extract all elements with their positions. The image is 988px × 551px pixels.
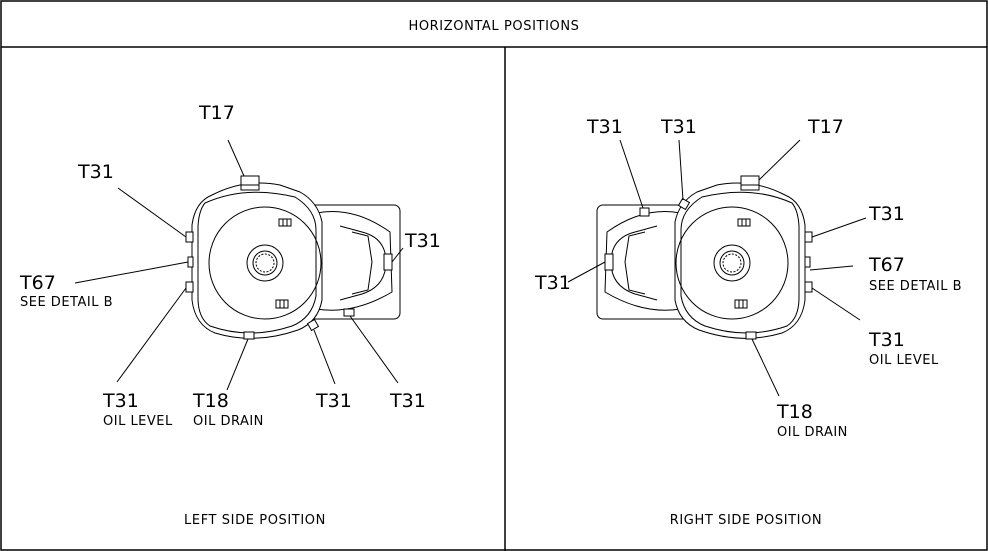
- right-t31-right-label: T31: [868, 203, 905, 225]
- header-title: HORIZONTAL POSITIONS: [408, 19, 579, 34]
- left-shaft-spline: [255, 253, 275, 273]
- right-t31-top2-label: T31: [660, 116, 697, 138]
- right-t67-label: T67: [868, 254, 905, 276]
- right-panel: T31 T31 T17 T31 T31 T67 SEE DETAIL B T31…: [534, 116, 962, 528]
- right-shaft-spline: [722, 253, 742, 273]
- left-gearbox-drawing: [185, 175, 401, 340]
- left-t31-right-label: T31: [404, 230, 441, 252]
- left-t31-oil-note: OIL LEVEL: [103, 414, 173, 429]
- left-caption: LEFT SIDE POSITION: [184, 513, 326, 528]
- left-shaft-outer: [246, 244, 284, 282]
- left-t31-top-label: T31: [77, 161, 114, 183]
- left-t17-plug: [240, 175, 260, 191]
- left-t18-note: OIL DRAIN: [193, 414, 264, 429]
- left-t67-note: SEE DETAIL B: [20, 295, 113, 310]
- left-t17-label: T17: [198, 102, 235, 124]
- right-t17-label: T17: [807, 116, 844, 138]
- right-gearbox-drawing: [596, 175, 813, 340]
- left-gear-circle: [208, 206, 322, 320]
- right-t31-oil-note: OIL LEVEL: [869, 353, 939, 368]
- left-t31-bottom1-label: T31: [315, 390, 352, 412]
- left-t67-label: T67: [19, 272, 56, 294]
- right-t31-oil-label: T31: [868, 329, 905, 351]
- right-caption: RIGHT SIDE POSITION: [670, 513, 823, 528]
- right-t18-label: T18: [776, 401, 813, 423]
- right-t31-top1-label: T31: [586, 116, 623, 138]
- right-t31-left-label: T31: [534, 272, 571, 294]
- right-t67-note: SEE DETAIL B: [869, 279, 962, 294]
- right-t17-plug: [740, 175, 760, 191]
- right-gear-circle: [675, 206, 789, 320]
- left-t31-oil-label: T31: [102, 390, 139, 412]
- left-t31-bottom2-label: T31: [389, 390, 426, 412]
- left-t18-label: T18: [192, 390, 229, 412]
- left-panel: T17 T31 T67 SEE DETAIL B T31 T31 OIL LEV…: [19, 102, 441, 528]
- right-shaft-outer: [713, 244, 751, 282]
- right-t18-note: OIL DRAIN: [777, 425, 848, 440]
